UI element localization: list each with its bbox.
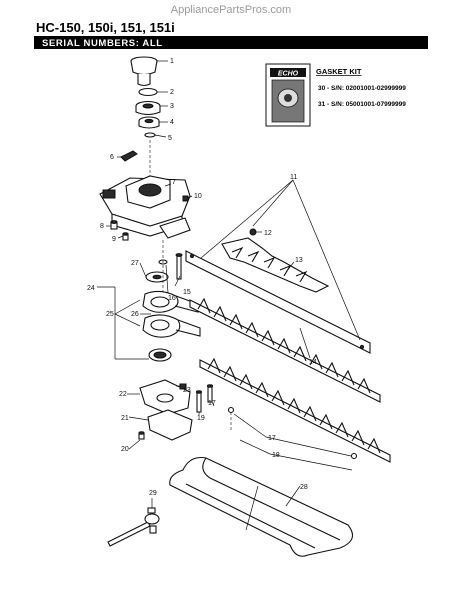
part-10-nut xyxy=(182,195,189,202)
serial-banner xyxy=(34,36,428,49)
gasket-kit-line-31: 31 - S/N: 05001001-07999999 xyxy=(318,101,406,108)
part-1-cap xyxy=(130,56,158,87)
part-15-bolt xyxy=(175,253,183,280)
part-7-gear-case xyxy=(99,175,191,239)
callout-29: 29 xyxy=(149,490,157,497)
part-12-spacer xyxy=(249,228,257,236)
part-17-washer-center xyxy=(227,406,235,414)
part-17-bolt-left xyxy=(206,384,214,403)
part-22-plate xyxy=(139,379,191,415)
serial-banner-text: SERIAL NUMBERS: ALL xyxy=(42,38,163,49)
part-26-eccentric xyxy=(148,348,172,362)
callout-8: 8 xyxy=(100,223,104,230)
watermark-text: AppliancePartsPros.com xyxy=(171,4,291,16)
callout-15: 15 xyxy=(183,289,191,296)
model-title: HC-150, 150i, 151, 151i xyxy=(36,20,175,35)
part-17-washer-right xyxy=(350,452,358,460)
callout-26: 26 xyxy=(131,311,139,318)
gasket-kit-inset: ECHO GASKET KIT 30 - S/N: 02001001-02999… xyxy=(265,63,406,127)
callout-12: 12 xyxy=(264,230,272,237)
gasket-kit-line-30: 30 - S/N: 02001001-02999999 xyxy=(318,85,406,92)
callout-18: 18 xyxy=(272,452,280,459)
part-14-guide-bar xyxy=(185,250,371,354)
callout-labels: 1 2 3 4 5 6 7 10 8 9 11 12 13 14 15 16 2… xyxy=(87,58,317,497)
gasket-kit-title: GASKET KIT xyxy=(316,67,362,76)
part-cutter-blade-upper xyxy=(189,297,381,403)
callout-1: 1 xyxy=(170,58,174,65)
part-19-bolt xyxy=(195,390,203,413)
part-9-screw xyxy=(122,232,129,241)
callout-11: 11 xyxy=(290,174,297,181)
callout-19: 19 xyxy=(197,415,205,422)
part-20-screw xyxy=(138,431,145,440)
callout-23: 23 xyxy=(183,387,191,394)
part-5-washer xyxy=(144,132,156,138)
callout-27: 27 xyxy=(131,260,139,267)
part-21-cover xyxy=(147,409,193,441)
callout-4: 4 xyxy=(170,119,174,126)
gasket-kit-logo: ECHO xyxy=(278,71,299,78)
part-4-bearing xyxy=(138,116,160,129)
callout-25: 25 xyxy=(106,311,114,318)
part-27-gear xyxy=(145,271,169,283)
part-2-ring xyxy=(138,87,158,97)
callout-17-right: 17 xyxy=(268,435,276,442)
callout-17-left: 17 xyxy=(208,400,216,407)
part-6-key xyxy=(120,150,138,162)
part-25-crank-rods xyxy=(142,290,201,338)
part-cutter-blade-lower xyxy=(199,357,391,463)
callout-10: 10 xyxy=(194,193,202,200)
callout-9: 9 xyxy=(112,236,116,243)
part-29-wrench xyxy=(107,507,160,547)
callout-21: 21 xyxy=(121,415,129,422)
part-13-upper-blade xyxy=(221,237,330,293)
callout-24: 24 xyxy=(87,285,95,292)
callout-16: 16 xyxy=(168,295,176,302)
part-8-screw xyxy=(110,220,118,230)
callout-2: 2 xyxy=(170,89,174,96)
callout-7: 7 xyxy=(172,179,176,186)
part-3-bearing xyxy=(135,100,161,116)
callout-13: 13 xyxy=(295,257,303,264)
part-23-spacer xyxy=(179,383,187,390)
callout-28: 28 xyxy=(300,484,308,491)
callout-5: 5 xyxy=(168,135,172,142)
leader-lines xyxy=(97,60,361,508)
callout-3: 3 xyxy=(170,103,174,110)
callout-22: 22 xyxy=(119,391,127,398)
part-28-blade-cover xyxy=(169,456,354,557)
callout-20: 20 xyxy=(121,446,129,453)
callout-14: 14 xyxy=(309,359,317,366)
callout-6: 6 xyxy=(110,154,114,161)
